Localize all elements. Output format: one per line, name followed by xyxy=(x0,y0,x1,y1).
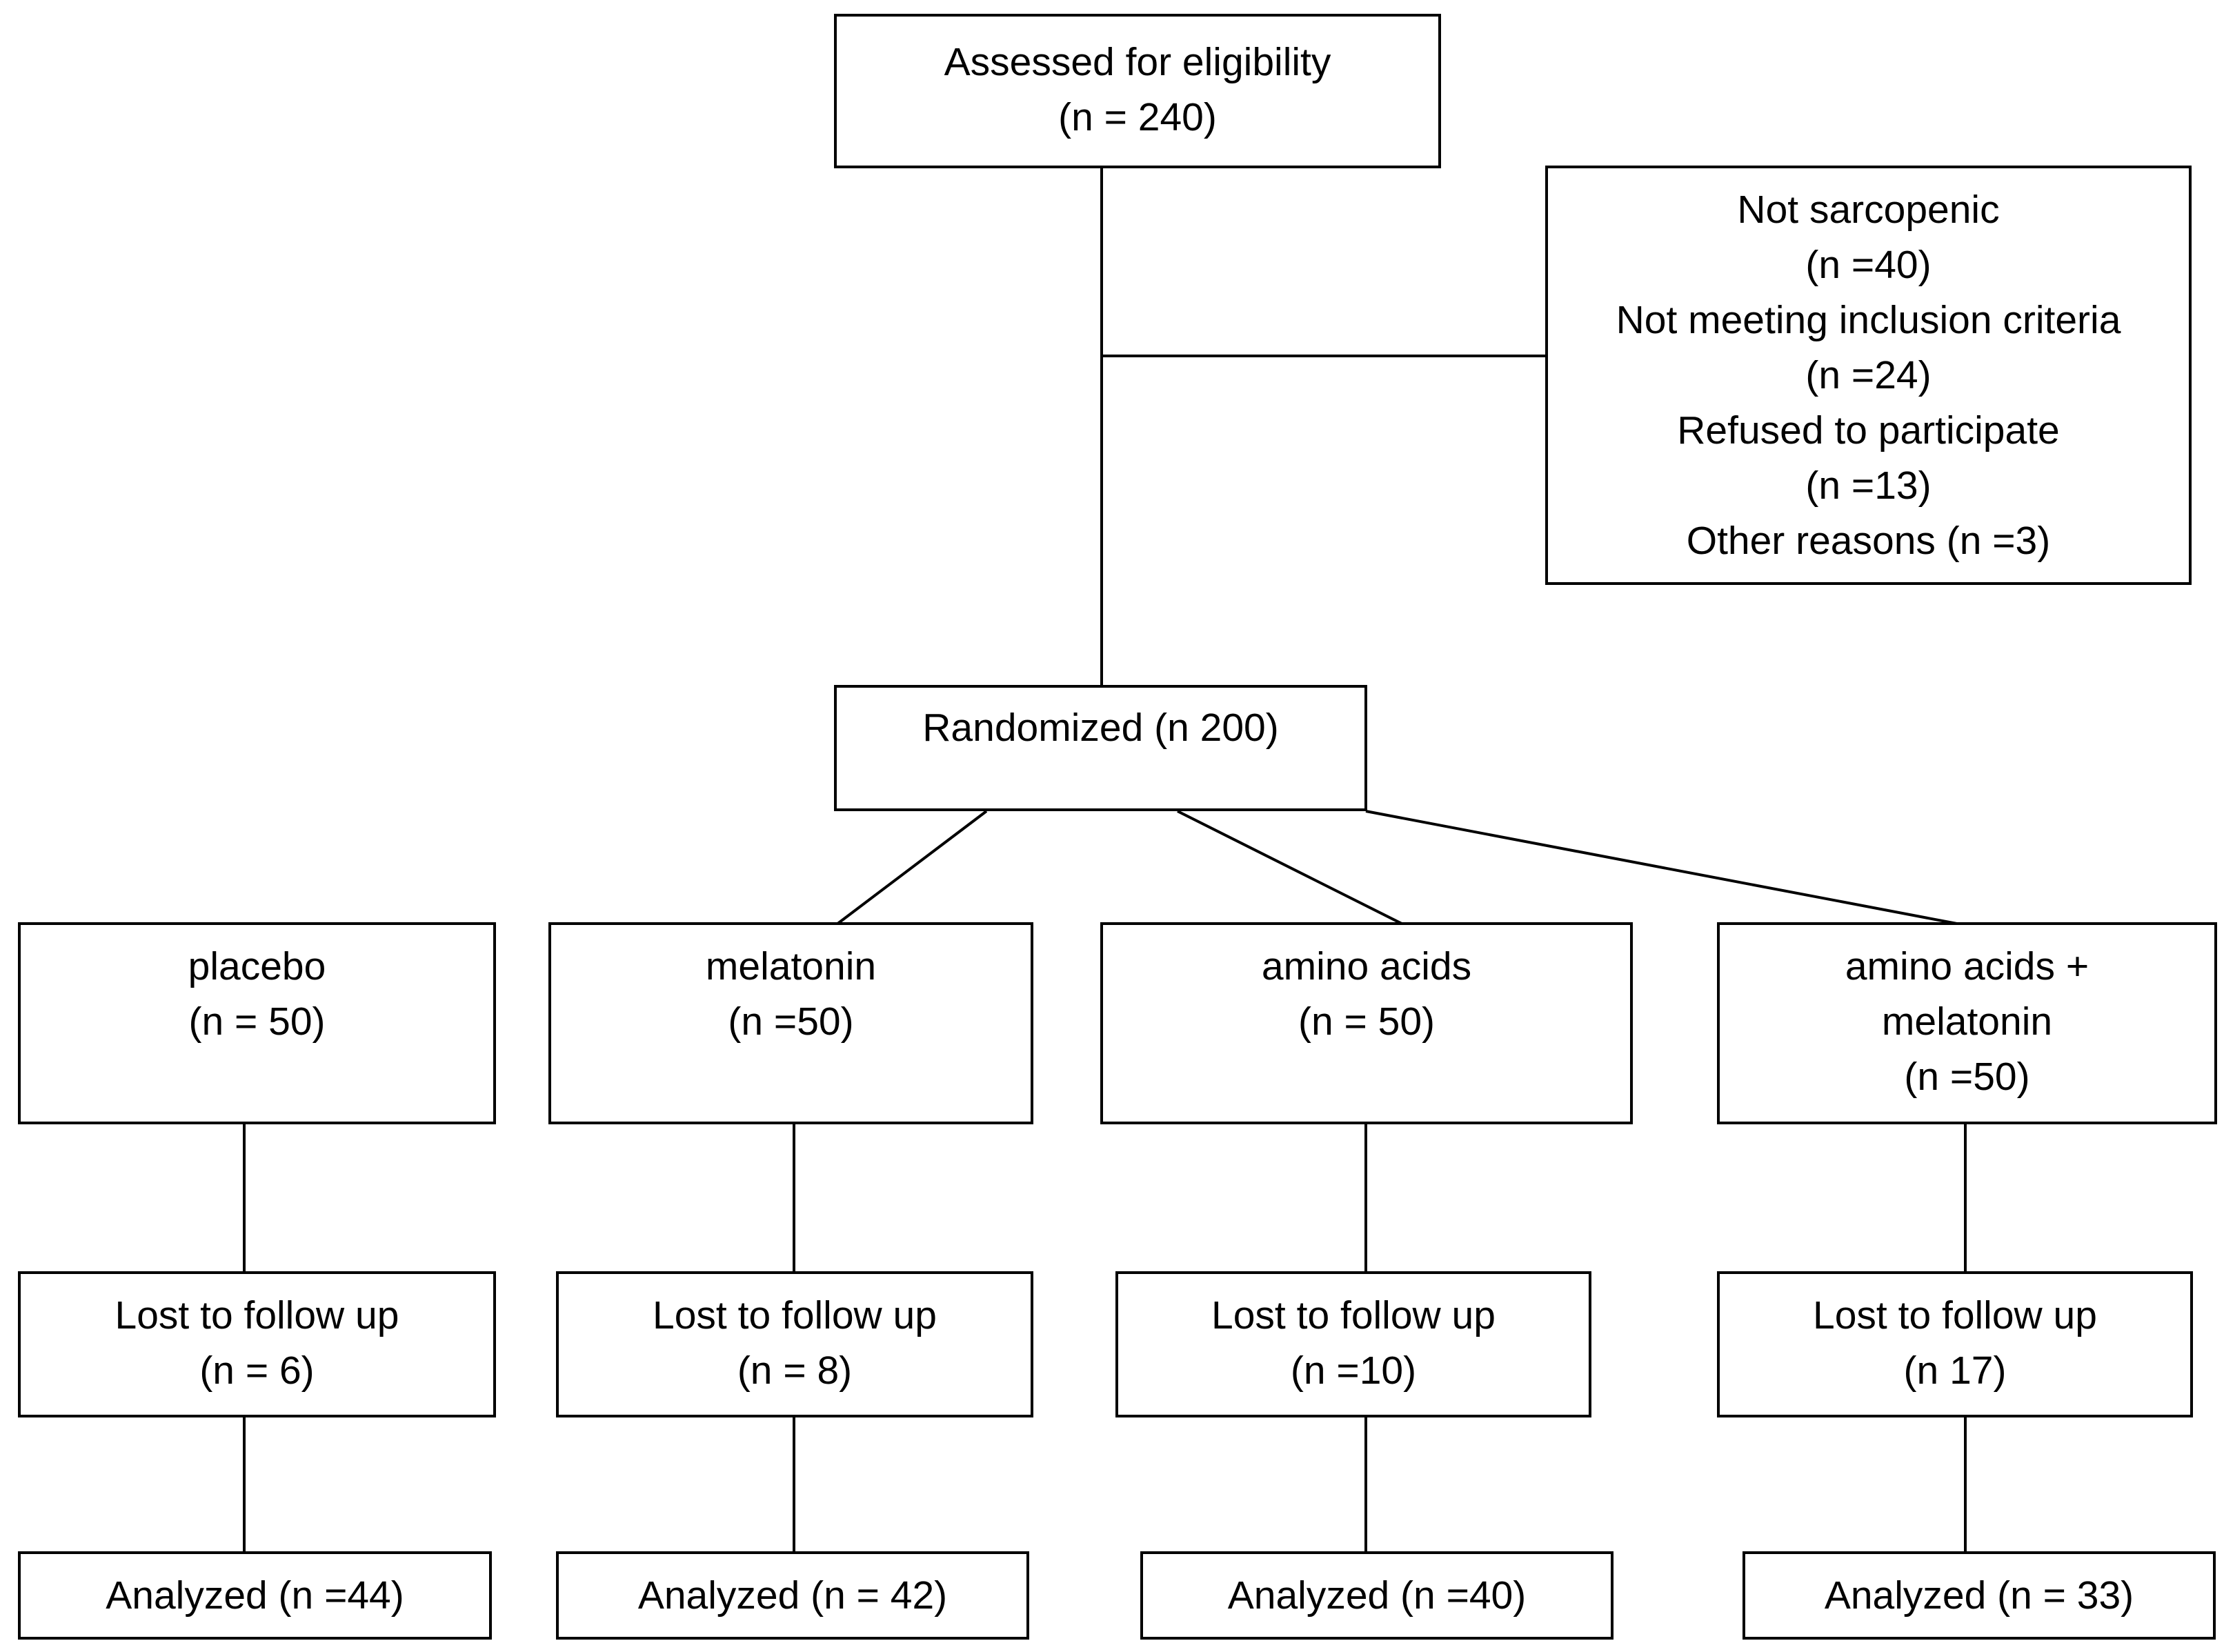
lost-box-placebo: Lost to follow up (n = 6) xyxy=(18,1271,496,1417)
connector-rand-amino xyxy=(1365,810,1961,926)
randomized-label: Randomized (n 200) xyxy=(922,706,1279,750)
arm-count: (n =50) xyxy=(1904,1055,2030,1099)
arm-name-line2: melatonin xyxy=(1881,999,2053,1044)
connector-rand-placebo xyxy=(835,810,988,926)
lost-label: Lost to follow up xyxy=(1813,1293,2097,1337)
exclusion-box: Not sarcopenic (n =40) Not meeting inclu… xyxy=(1545,166,2192,585)
lost-count: (n =10) xyxy=(1290,1349,1417,1393)
arm-name: amino acids + xyxy=(1845,944,2089,988)
arm-box-melatonin: melatonin (n =50) xyxy=(548,922,1033,1124)
analyzed-box-placebo: Analyzed (n =44) xyxy=(18,1551,492,1640)
analyzed-box-amino-acids-melatonin: Analyzed (n = 33) xyxy=(1743,1551,2216,1640)
arm-box-amino-acids-melatonin: amino acids + melatonin (n =50) xyxy=(1717,922,2217,1124)
arm-count: (n = 50) xyxy=(188,999,326,1044)
lost-count: (n = 8) xyxy=(737,1349,853,1393)
analyzed-label: Analyzed (n = 33) xyxy=(1824,1573,2134,1618)
exclusion-line: (n =40) xyxy=(1805,243,1932,287)
lost-label: Lost to follow up xyxy=(1211,1293,1496,1337)
lost-count: (n 17) xyxy=(1903,1349,2007,1393)
lost-label: Lost to follow up xyxy=(115,1293,399,1337)
assessed-count: (n = 240) xyxy=(1058,95,1217,139)
analyzed-label: Analyzed (n =44) xyxy=(106,1573,404,1618)
exclusion-line: Not meeting inclusion criteria xyxy=(1616,298,2121,342)
lost-label: Lost to follow up xyxy=(653,1293,937,1337)
lost-box-amino-acids-melatonin: Lost to follow up (n 17) xyxy=(1717,1271,2193,1417)
assessed-box: Assessed for eligibility (n = 240) xyxy=(834,14,1441,168)
exclusion-line: Refused to participate xyxy=(1677,408,2060,452)
exclusion-line: (n =24) xyxy=(1805,353,1932,397)
lost-count: (n = 6) xyxy=(199,1349,315,1393)
exclusion-line: Other reasons (n =3) xyxy=(1686,519,2051,563)
arm-box-placebo: placebo (n = 50) xyxy=(18,922,496,1124)
randomized-box: Randomized (n 200) xyxy=(834,685,1367,811)
lost-box-amino-acids: Lost to follow up (n =10) xyxy=(1115,1271,1591,1417)
analyzed-box-melatonin: Analyzed (n = 42) xyxy=(556,1551,1029,1640)
assessed-label: Assessed for eligibility xyxy=(944,40,1331,84)
lost-box-melatonin: Lost to follow up (n = 8) xyxy=(556,1271,1033,1417)
arm-box-amino-acids: amino acids (n = 50) xyxy=(1100,922,1633,1124)
arm-name: amino acids xyxy=(1261,944,1472,988)
exclusion-line: (n =13) xyxy=(1805,464,1932,508)
arm-count: (n = 50) xyxy=(1298,999,1436,1044)
arm-name: placebo xyxy=(188,944,326,988)
arm-count: (n =50) xyxy=(728,999,854,1044)
analyzed-box-amino-acids: Analyzed (n =40) xyxy=(1140,1551,1614,1640)
connector-rand-melatonin xyxy=(1177,810,1404,926)
analyzed-label: Analyzed (n =40) xyxy=(1227,1573,1527,1618)
exclusion-line: Not sarcopenic xyxy=(1737,188,2000,232)
arm-name: melatonin xyxy=(705,944,877,988)
analyzed-label: Analyzed (n = 42) xyxy=(637,1573,948,1618)
